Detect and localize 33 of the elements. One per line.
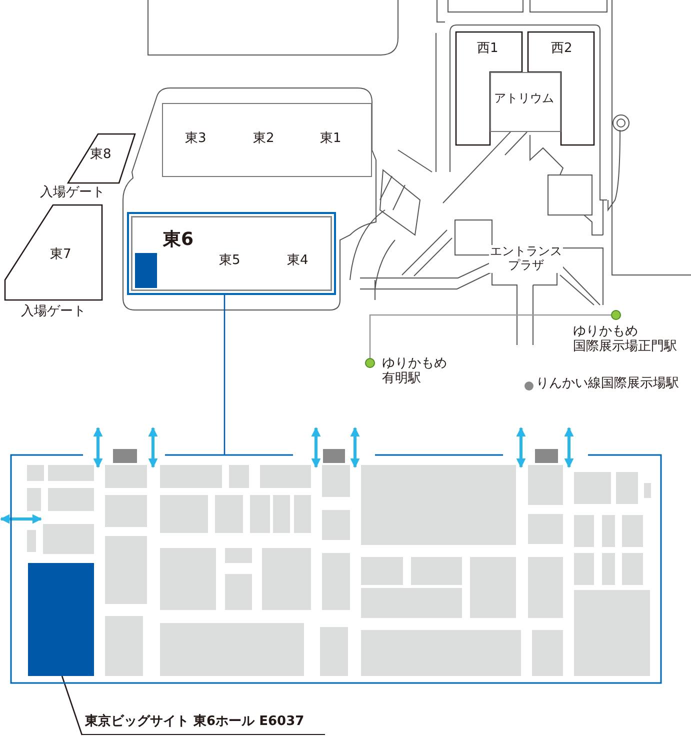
hall-box <box>68 134 135 183</box>
hall-label: 西2 <box>551 42 572 57</box>
callout-label <box>82 713 325 735</box>
callout-text: 東京ビッグサイト 東6ホール E6037 <box>85 715 304 730</box>
hall-box <box>490 72 561 132</box>
hall-box <box>456 32 522 145</box>
gate-label: 入場ゲート <box>40 186 106 201</box>
hall-box <box>5 204 102 300</box>
connector-line <box>224 295 226 455</box>
rail-line <box>369 314 611 358</box>
booth-block <box>135 253 157 288</box>
gate-label: 入場ゲート <box>21 305 87 320</box>
leader-line <box>61 676 83 736</box>
hall-label: 東5 <box>219 254 240 269</box>
hall-label: アトリウム <box>494 92 554 106</box>
hall-label: 東3 <box>185 132 206 147</box>
place-label: エントランスプラザ <box>489 245 563 273</box>
hall-box <box>528 32 594 145</box>
hall-box <box>162 103 372 177</box>
hall-label: 西1 <box>477 42 498 57</box>
hall-box <box>127 212 336 295</box>
hall-label: 東1 <box>320 132 342 147</box>
hall-label: 東7 <box>50 248 72 263</box>
hall-label: 東8 <box>90 148 112 163</box>
station-label: ゆりかもめ有明駅 <box>382 357 448 387</box>
booth-block <box>28 563 94 676</box>
station-label: ゆりかもめ国際展示場正門駅 <box>573 325 678 355</box>
station-label: りんかい線国際展示場駅 <box>536 377 679 392</box>
hall-label: 東4 <box>287 254 308 269</box>
station-dot <box>611 310 621 320</box>
hall-label: 東6 <box>163 230 194 251</box>
hall-label: 東2 <box>253 132 274 147</box>
station-dot <box>365 358 375 368</box>
